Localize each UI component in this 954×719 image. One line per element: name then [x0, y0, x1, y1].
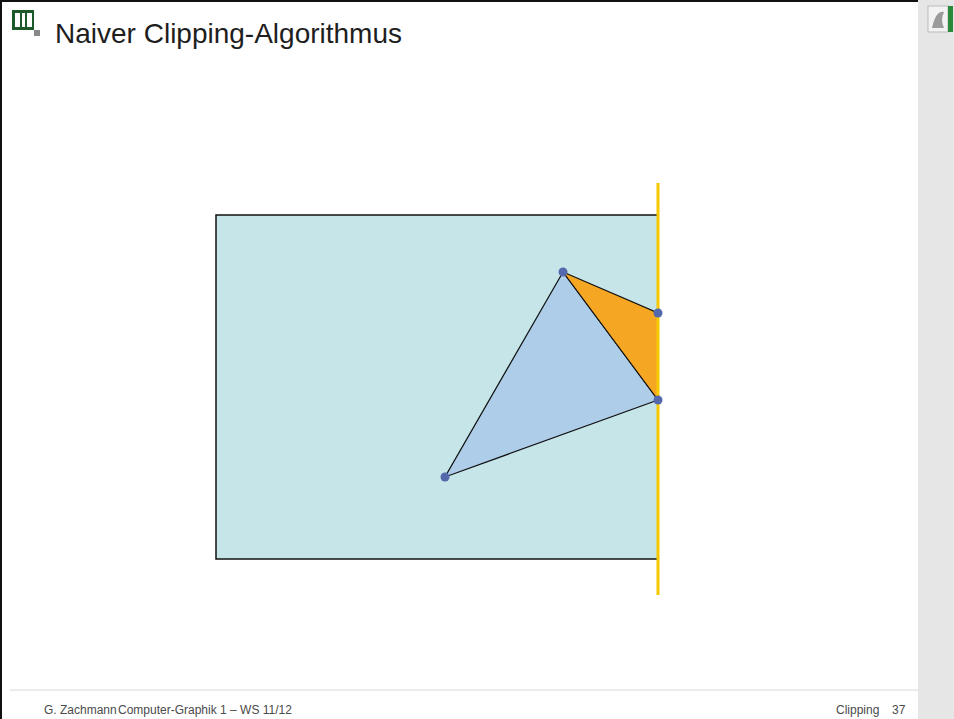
side-bar	[918, 0, 954, 719]
logo-icon	[12, 10, 40, 36]
clipped-triangle	[563, 272, 658, 400]
frame-line	[0, 0, 2, 719]
corner-icon	[928, 6, 953, 32]
clip-window	[216, 215, 658, 559]
footer-rule	[10, 690, 918, 691]
clip-line	[657, 183, 660, 595]
slide-title: Naiver Clipping-Algorithmus	[55, 18, 402, 50]
inside-triangle	[445, 272, 658, 477]
footer-label: 37	[892, 703, 905, 717]
footer-label: Clipping	[836, 703, 879, 717]
footer-label: G. Zachmann	[44, 703, 117, 717]
frame-line	[0, 0, 918, 2]
footer-label: Computer-Graphik 1 – WS 11/12	[118, 703, 292, 717]
vertex-dots	[441, 268, 663, 482]
